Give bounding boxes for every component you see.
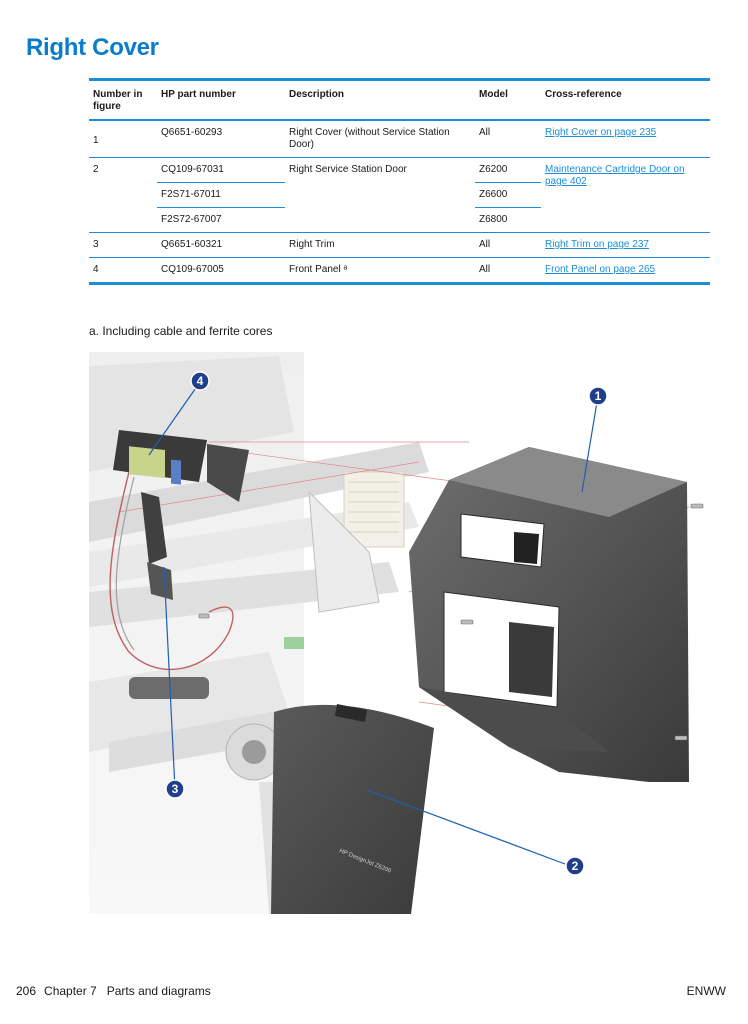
cell-cross-reference: Front Panel on page 265	[541, 258, 710, 284]
cell-model: All	[479, 264, 491, 275]
callout-1: 1	[588, 386, 608, 406]
svg-text:2: 2	[572, 859, 579, 873]
cross-reference-link[interactable]: Maintenance Cartridge Door on page 402	[545, 164, 685, 187]
chapter-title: Chapter 7 Parts and diagrams	[44, 984, 211, 998]
cell-number: 2	[89, 157, 157, 233]
cell-model: Z6600	[475, 182, 541, 208]
cross-reference-link[interactable]: Right Cover on page 235	[545, 127, 657, 138]
cell-part-number: CQ109-67005	[161, 264, 224, 275]
svg-text:4: 4	[197, 374, 204, 388]
callout-4: 4	[190, 371, 210, 391]
cell-cross-reference: Maintenance Cartridge Door on page 402	[541, 157, 710, 233]
cell-model: All	[475, 232, 541, 258]
header-cross-reference: Cross-reference	[541, 79, 710, 121]
cell-number: 4	[93, 264, 99, 275]
svg-text:3: 3	[172, 782, 179, 796]
svg-text:1: 1	[595, 389, 602, 403]
page-number: 206	[16, 984, 37, 998]
parts-table: Number in figure HP part number Descript…	[89, 78, 710, 285]
page-title: Right Cover	[26, 34, 159, 61]
exploded-parts-illustration: HP DesignJet Z6200 1 2 3 4	[89, 352, 704, 914]
front-panel-part	[113, 430, 249, 502]
cell-description: Front Panel ᵃ	[289, 264, 348, 275]
cell-model: Z6800	[475, 207, 541, 233]
service-station-door-part: HP DesignJet Z6200	[271, 704, 434, 914]
screws	[198, 503, 704, 741]
cell-cross-reference: Right Trim on page 237	[541, 232, 710, 258]
cross-reference-link[interactable]: Front Panel on page 265	[545, 264, 656, 275]
footnote: a. Including cable and ferrite cores	[89, 324, 273, 338]
callout-2: 2	[565, 856, 585, 876]
table-row: F2S71-67011 Z6600	[89, 182, 710, 208]
header-model: Model	[475, 79, 541, 121]
header-part-number: HP part number	[157, 79, 285, 121]
cell-part-number: CQ109-67031	[157, 157, 285, 183]
cell-model: All	[475, 120, 541, 158]
callout-3: 3	[165, 779, 185, 799]
cell-description: Right Trim	[285, 232, 475, 258]
cell-part-number: F2S71-67011	[157, 182, 285, 208]
cell-description: Right Service Station Door	[285, 157, 475, 233]
table-header-row: Number in figure HP part number Descript…	[89, 79, 710, 121]
front-panel-cable	[109, 471, 234, 671]
cell-number: 1	[89, 120, 157, 158]
page-footer: 206 Chapter 7 Parts and diagrams	[16, 984, 211, 998]
callout-leader-lines	[148, 381, 599, 865]
cell-number: 3	[89, 232, 157, 258]
table-row: 4 CQ109-67005 Front Panel ᵃ All Front Pa…	[89, 258, 710, 284]
cell-part-number: Q6651-60321	[157, 232, 285, 258]
cell-model: Z6200	[475, 157, 541, 183]
footer-locale: ENWW	[686, 984, 726, 998]
table-row: 3 Q6651-60321 Right Trim All Right Trim …	[89, 232, 710, 258]
right-cover-part	[409, 447, 689, 782]
cell-cross-reference: Right Cover on page 235	[541, 120, 710, 158]
cell-description: Right Cover (without Service Station Doo…	[285, 120, 475, 158]
table-row: 1 Q6651-60293 Right Cover (without Servi…	[89, 120, 710, 158]
header-description: Description	[285, 79, 475, 121]
table-row: 2 CQ109-67031 Right Service Station Door…	[89, 157, 710, 233]
table-row: F2S72-67007 Z6800	[89, 207, 710, 233]
cross-reference-link[interactable]: Right Trim on page 237	[545, 239, 649, 250]
header-number: Number in figure	[89, 79, 157, 121]
cell-part-number: F2S72-67007	[157, 207, 285, 233]
cell-part-number: Q6651-60293	[157, 120, 285, 158]
right-trim-part	[141, 492, 173, 600]
